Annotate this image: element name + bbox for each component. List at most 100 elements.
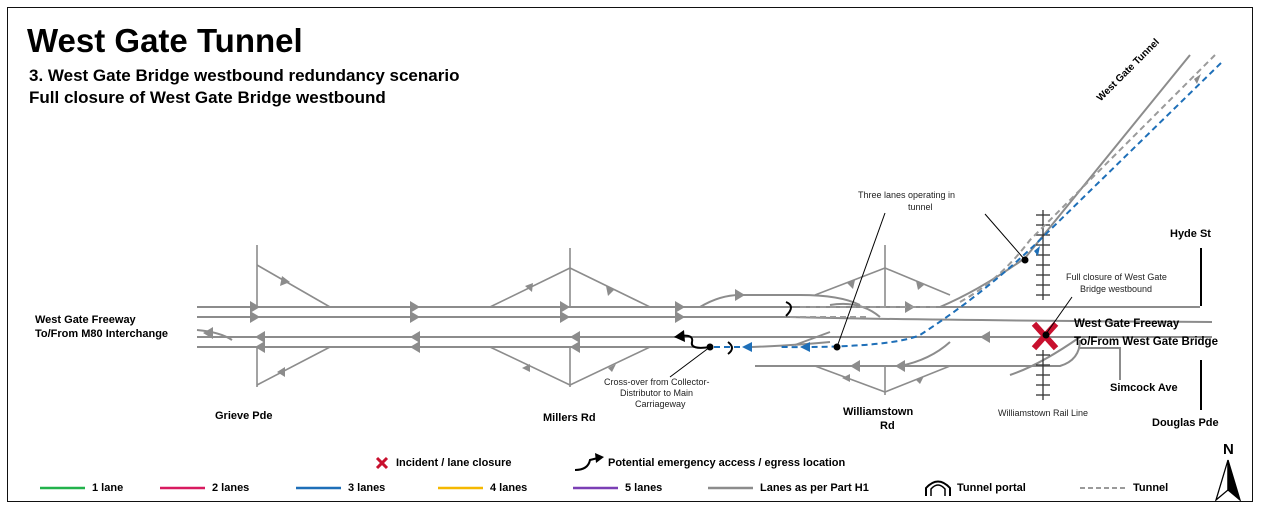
label-williamstown-rd: Williamstown	[843, 406, 914, 418]
legend-label-3lanes: 3 lanes	[348, 482, 386, 494]
arrow-marker	[410, 331, 420, 343]
callout-leader	[984, 213, 1026, 261]
label-westgate-bridge: To/From West Gate Bridge	[1074, 336, 1218, 348]
road-line	[829, 302, 881, 318]
arrow-marker	[800, 342, 810, 352]
ramp	[256, 346, 331, 386]
arrow-marker	[250, 311, 260, 323]
arrow-marker	[916, 281, 924, 290]
arrow-marker	[570, 341, 580, 353]
tunnel-portal-icon	[785, 301, 792, 317]
arrow-marker	[675, 311, 685, 323]
callout-lines	[669, 212, 1073, 378]
arrow-marker	[255, 341, 265, 353]
arrow-marker	[255, 331, 265, 343]
arrow-marker	[735, 289, 745, 301]
arrow-marker	[608, 364, 616, 372]
callout-dot	[706, 343, 714, 351]
legend-icons	[40, 453, 1242, 502]
legend-label-4lanes: 4 lanes	[490, 482, 528, 494]
label-williamstown-rd-2: Rd	[880, 420, 895, 432]
arrow-marker	[842, 374, 850, 382]
note-full-closure: Full closure of West Gate	[1066, 272, 1167, 282]
arrow-marker	[847, 280, 855, 289]
label-grieve-pde: Grieve Pde	[215, 410, 273, 422]
legend-label-1lane: 1 lane	[92, 482, 124, 494]
ramp	[256, 264, 331, 308]
callout-dot	[1021, 256, 1029, 264]
ramp	[884, 267, 951, 296]
tunnel-access-line	[939, 54, 1191, 308]
label-williamstown-rail: Williamstown Rail Line	[998, 408, 1089, 418]
arrow-marker	[606, 286, 614, 296]
legend-label-incident: Incident / lane closure	[396, 457, 512, 469]
blue-dashed-route	[779, 62, 1222, 349]
note-three-lanes: Three lanes operating in	[858, 190, 956, 200]
arrow-marker	[203, 327, 213, 339]
arrow-marker	[410, 311, 420, 323]
arrow-marker	[410, 341, 420, 353]
legend-incident-icon	[375, 456, 389, 470]
label-westgate-freeway-west: West Gate Freeway	[35, 314, 136, 326]
callout-leader	[1045, 296, 1073, 335]
arrow-marker	[560, 301, 570, 313]
note-crossover: Cross-over from Collector-	[604, 377, 710, 387]
legend-label-portal: Tunnel portal	[957, 482, 1026, 494]
arrow-marker	[280, 276, 290, 286]
arrow-marker	[1194, 74, 1201, 84]
diagram-frame	[7, 7, 1253, 502]
north-label: N	[1223, 441, 1234, 458]
callout-dot	[833, 343, 841, 351]
page-title: West Gate Tunnel	[27, 22, 303, 59]
crossover-path	[679, 334, 711, 349]
road-line	[1009, 336, 1081, 376]
arrow-marker	[570, 331, 580, 343]
arrow-marker	[522, 364, 530, 372]
label-millers-rd: Millers Rd	[543, 412, 596, 424]
label-hyde-st: Hyde St	[1170, 228, 1211, 240]
tunnel-portal-icon	[727, 341, 733, 355]
road-line	[899, 341, 951, 367]
legend-label-h1: Lanes as per Part H1	[760, 482, 869, 494]
label-douglas-pde: Douglas Pde	[1152, 417, 1219, 429]
ramp	[814, 267, 886, 296]
interchange-ramps	[256, 245, 951, 395]
label-m80-interchange: To/From M80 Interchange	[35, 328, 169, 340]
legend-portal-icon	[925, 480, 951, 496]
arrow-marker	[916, 376, 924, 384]
road-line	[196, 329, 233, 341]
arrow-marker	[560, 311, 570, 323]
main-carriageways	[196, 54, 1213, 380]
road-line	[794, 331, 831, 346]
ramp	[884, 365, 951, 393]
three-lane-route	[712, 62, 1222, 349]
arrow-marker	[895, 360, 905, 372]
road-line	[699, 294, 861, 308]
label-westgate-freeway-east: West Gate Freeway	[1074, 318, 1180, 330]
crossover-arrowhead	[674, 330, 685, 342]
arrow-marker	[250, 301, 260, 313]
blue-arrows	[742, 246, 1040, 352]
tunnel-line	[959, 54, 1216, 303]
legend-label-5lanes: 5 lanes	[625, 482, 663, 494]
note-crossover-2: Distributor to Main	[620, 388, 694, 398]
ramp	[569, 267, 651, 308]
ramp	[569, 346, 651, 386]
north-arrow-icon	[1214, 459, 1242, 502]
arrow-marker	[277, 367, 285, 377]
label-simcock-ave: Simcock Ave	[1110, 382, 1178, 394]
callout-leader	[669, 346, 711, 378]
note-full-closure-2: Bridge westbound	[1080, 284, 1153, 294]
callout-leader	[836, 212, 886, 348]
tunnel-portals	[727, 301, 792, 355]
road-line	[751, 341, 831, 348]
arrow-marker	[675, 301, 685, 313]
closure-subtitle: Full closure of West Gate Bridge westbou…	[29, 88, 386, 107]
legend-emergency-icon	[574, 457, 599, 471]
tunnel-dashed-lines	[790, 54, 1216, 318]
legend-label-tunnel: Tunnel	[1133, 482, 1169, 494]
arrow-marker	[850, 360, 860, 372]
note-three-lanes-2: tunnel	[908, 202, 933, 212]
arrow-marker	[742, 342, 752, 352]
